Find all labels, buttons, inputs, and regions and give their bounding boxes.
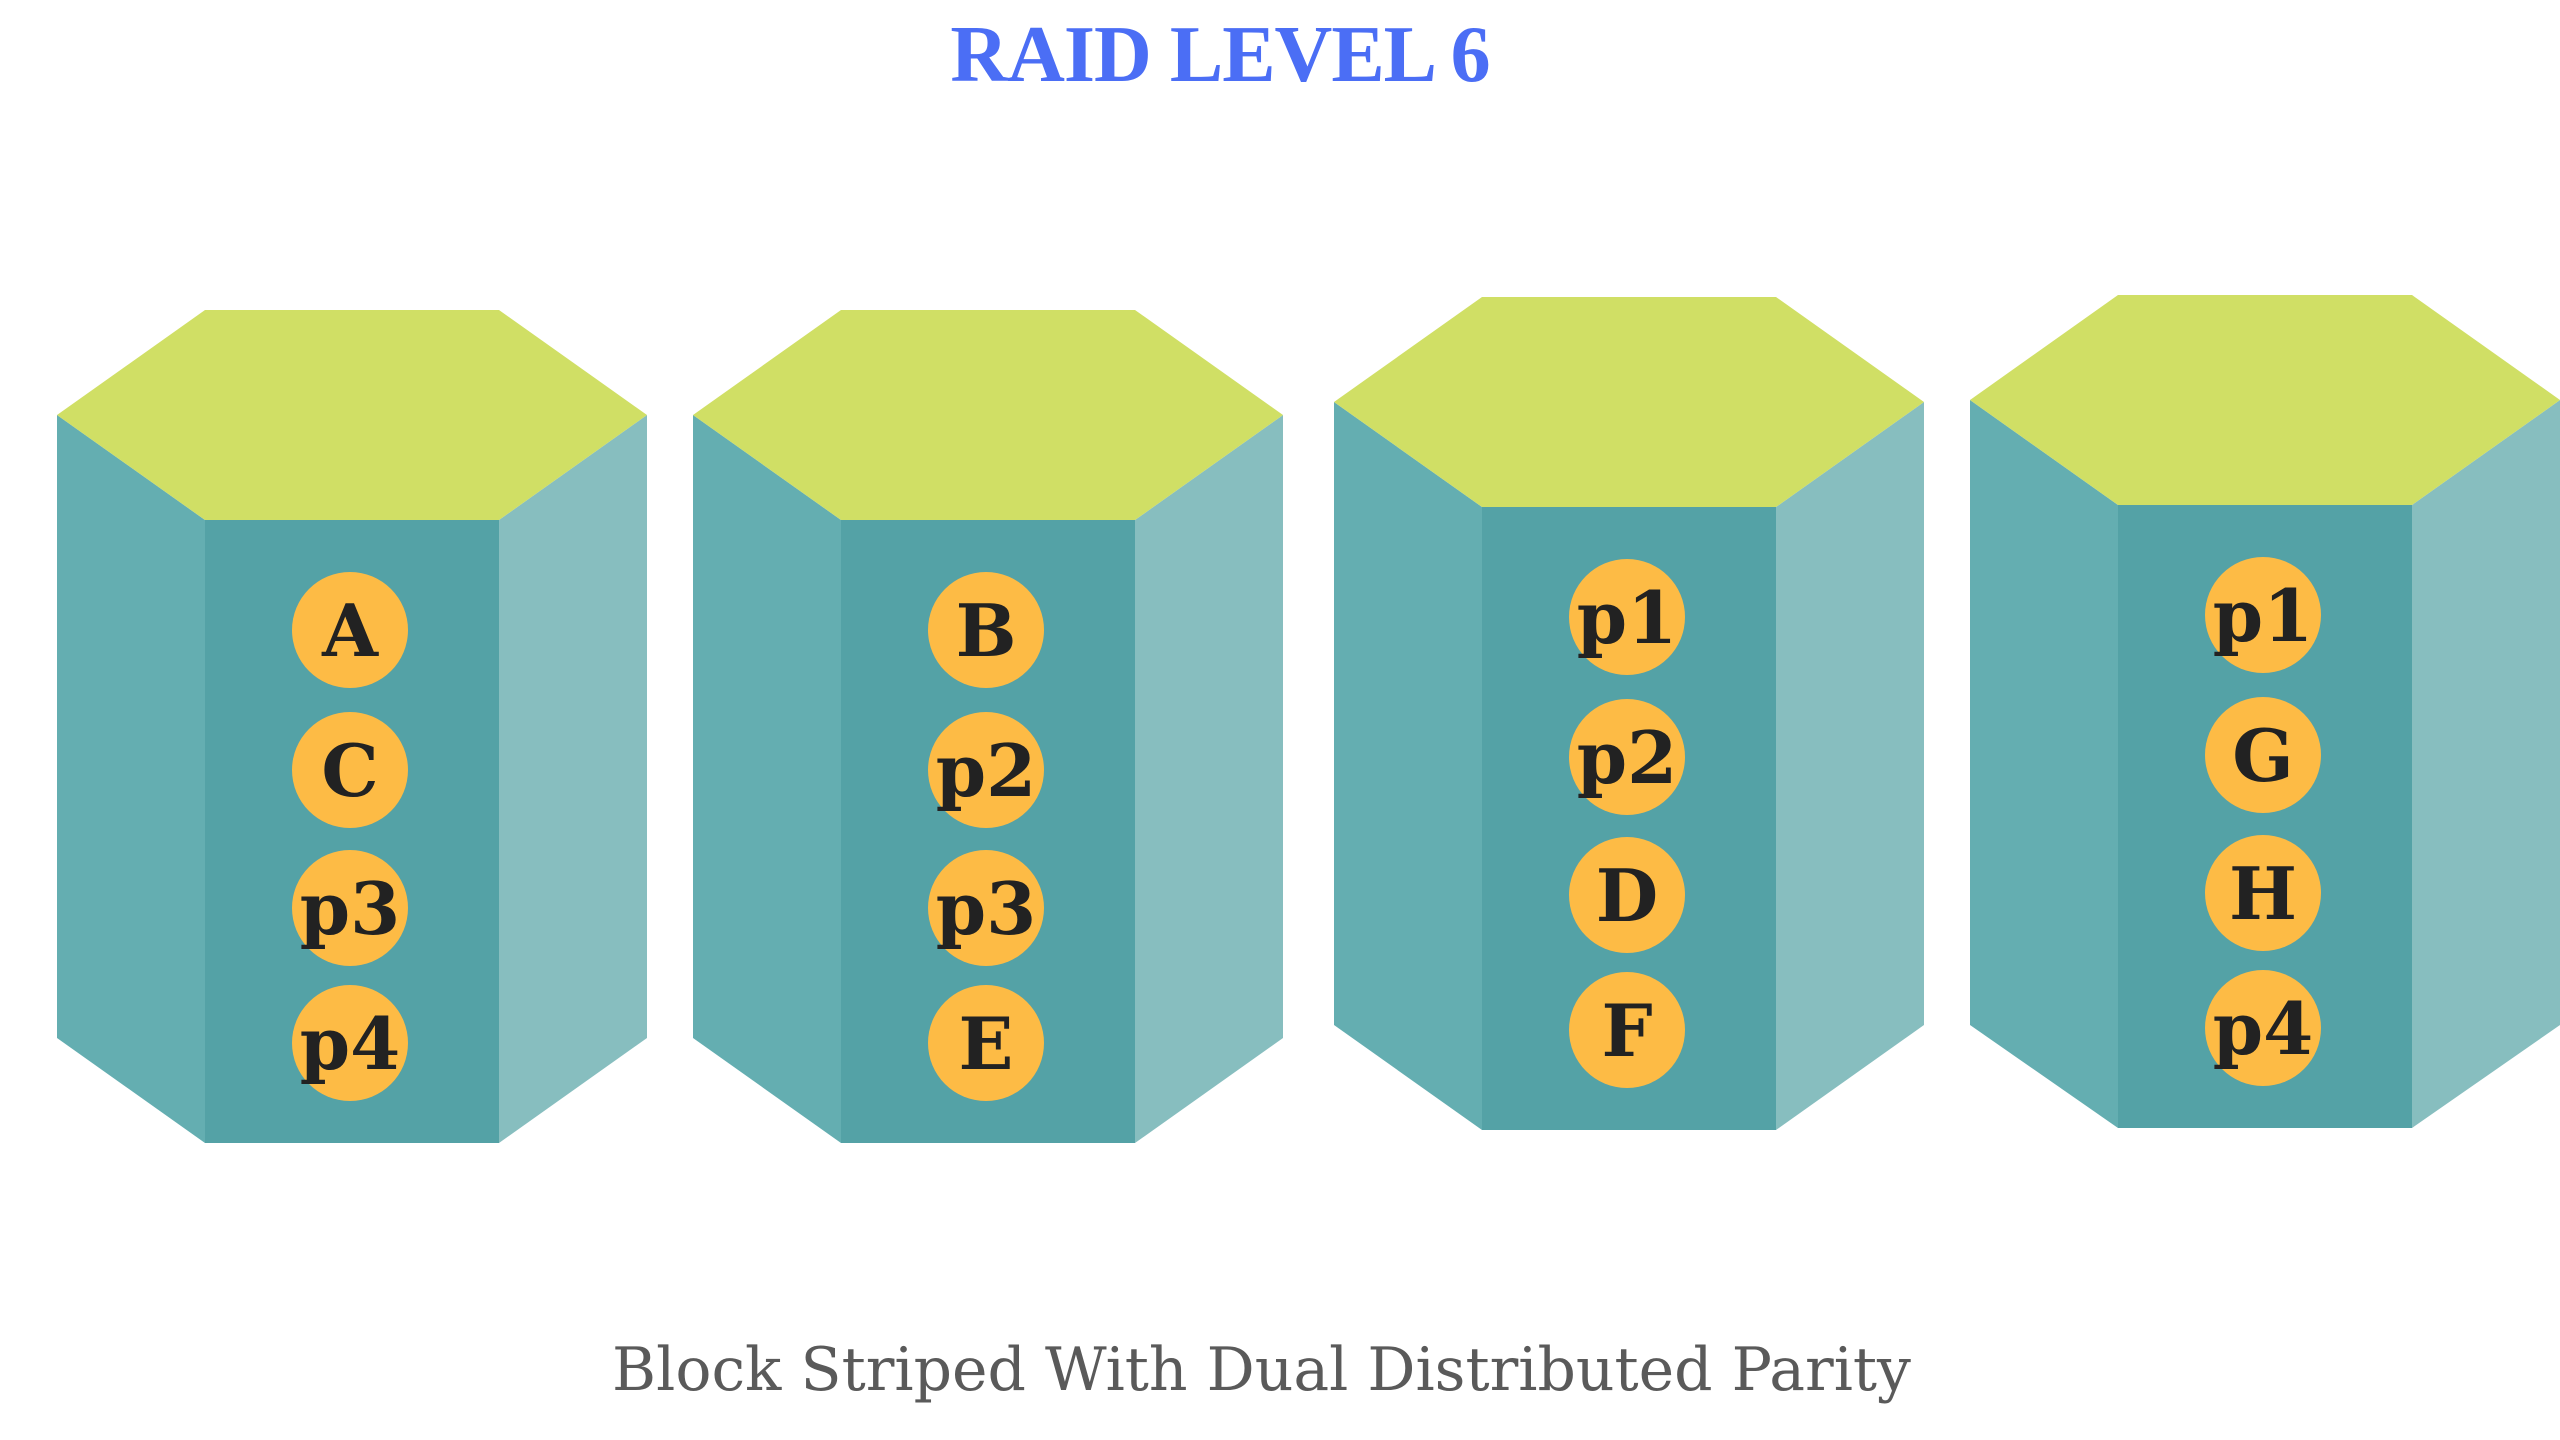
data-block-circle: [1569, 559, 1685, 675]
data-block-circle: [1569, 972, 1685, 1088]
disk-top-face: [1334, 297, 1924, 507]
disk-front-face: [2118, 505, 2412, 1128]
data-block-label: p1: [2213, 573, 2313, 658]
data-block-circle: [292, 572, 408, 688]
data-block-circle: [928, 712, 1044, 828]
disk-top-face: [1970, 295, 2560, 505]
data-block-label: E: [959, 1001, 1014, 1086]
data-block: D: [1569, 837, 1685, 953]
data-block: F: [1569, 972, 1685, 1088]
data-block: p3: [292, 850, 408, 966]
disk-left-face: [1970, 400, 2118, 1128]
data-block: p1: [2205, 557, 2321, 673]
data-block: H: [2205, 835, 2321, 951]
data-block: G: [2205, 697, 2321, 813]
data-block-label: p4: [2213, 986, 2313, 1071]
data-block-circle: [292, 985, 408, 1101]
data-block: p4: [2205, 970, 2321, 1086]
data-block: p2: [1569, 699, 1685, 815]
data-block: p3: [928, 850, 1044, 966]
disk-top-face: [693, 310, 1283, 520]
disk-2: Bp2 p3E: [693, 310, 1283, 1143]
disk-right-face: [1135, 415, 1283, 1143]
data-block: C: [292, 712, 408, 828]
data-block-label: p1: [1577, 575, 1677, 660]
data-block: A: [292, 572, 408, 688]
data-block-label: A: [321, 588, 379, 673]
data-block-circle: [928, 572, 1044, 688]
diagram-subtitle: Block Striped With Dual Distributed Pari…: [612, 1335, 1911, 1405]
data-block-label: G: [2232, 713, 2294, 798]
data-block-circle: [2205, 697, 2321, 813]
diagram-title: RAID LEVEL 6: [950, 11, 1490, 99]
disk-left-face: [1334, 402, 1482, 1130]
data-block-circle: [292, 712, 408, 828]
disk-front-face: [205, 520, 499, 1143]
data-block-circle: [928, 985, 1044, 1101]
data-block-circle: [2205, 835, 2321, 951]
data-block-label: H: [2229, 851, 2297, 936]
data-block: E: [928, 985, 1044, 1101]
data-block: p4: [292, 985, 408, 1101]
data-block-label: p3: [936, 866, 1036, 951]
data-block-label: C: [321, 728, 378, 813]
disk-front-face: [841, 520, 1135, 1143]
data-block-circle: [1569, 837, 1685, 953]
disk-left-face: [693, 415, 841, 1143]
data-block-circle: [292, 850, 408, 966]
disk-top-face: [57, 310, 647, 520]
data-block-circle: [928, 850, 1044, 966]
data-block-label: p4: [300, 1001, 400, 1086]
data-block: B: [928, 572, 1044, 688]
data-block: p2: [928, 712, 1044, 828]
disk-front-face: [1482, 507, 1776, 1130]
data-block: p1: [1569, 559, 1685, 675]
disk-right-face: [499, 415, 647, 1143]
data-block-label: B: [956, 588, 1017, 673]
data-block-label: F: [1601, 988, 1652, 1073]
disk-left-face: [57, 415, 205, 1143]
disk-right-face: [2412, 400, 2560, 1128]
data-block-circle: [2205, 970, 2321, 1086]
data-block-circle: [1569, 699, 1685, 815]
data-block-label: p2: [1577, 715, 1677, 800]
data-block-circle: [2205, 557, 2321, 673]
disk-right-face: [1776, 402, 1924, 1130]
data-block-label: p3: [300, 866, 400, 951]
data-block-label: p2: [936, 728, 1036, 813]
data-block-label: D: [1596, 853, 1658, 938]
